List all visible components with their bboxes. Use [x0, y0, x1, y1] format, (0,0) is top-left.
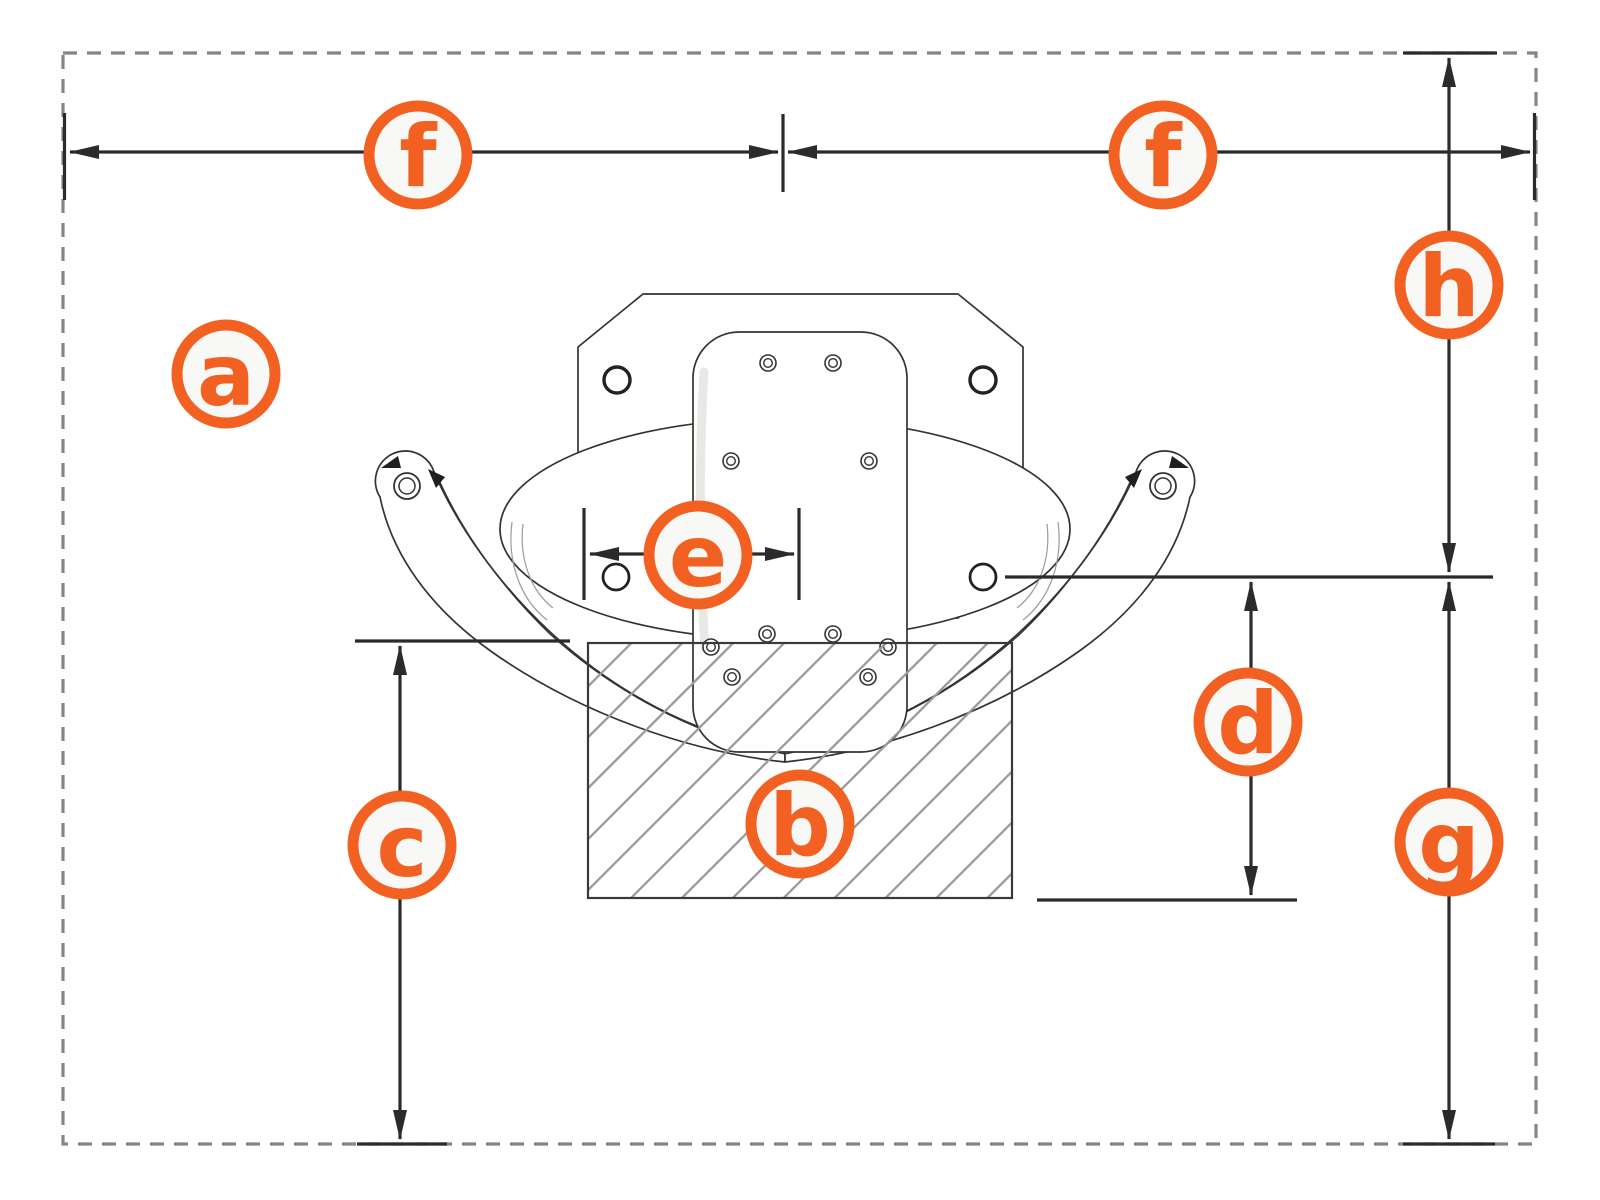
callout-c: c: [347, 790, 457, 900]
callout-f-left-ring: [363, 100, 473, 210]
body-highlight-line: [1016, 523, 1049, 609]
arm-shadow-wedge: [1125, 469, 1142, 488]
screw: [759, 354, 777, 372]
callout-d: d: [1193, 667, 1303, 777]
screw: [758, 625, 776, 643]
arm-shadow-wedge: [381, 456, 401, 468]
callout-b-letter: b: [769, 776, 831, 876]
body-highlight-line: [521, 523, 554, 609]
callout-f-left: f: [363, 100, 473, 210]
arm-pivot-hole-inner: [398, 477, 416, 495]
callout-f-right-letter: f: [1144, 107, 1183, 207]
callout-b-ring: [745, 769, 855, 879]
arm-shadow-wedge: [428, 469, 445, 488]
arm-pivot-hole: [393, 472, 421, 500]
arm-pivot-hole-inner: [1154, 477, 1172, 495]
callout-a: a: [171, 319, 281, 429]
callout-g: g: [1394, 787, 1504, 897]
callout-f-left-letter: f: [399, 107, 438, 207]
arm-pivot-hole: [1149, 472, 1177, 500]
screw: [860, 452, 878, 470]
callout-e-letter: e: [669, 507, 727, 607]
body-highlight-line: [510, 521, 548, 621]
dimension-lines: [62, 51, 1537, 1146]
left-arm: [374, 450, 786, 763]
mounting-hole-bottom-right: [968, 562, 998, 592]
callout-f-right-ring: [1108, 100, 1218, 210]
callout-e-ring: [643, 500, 753, 610]
callout-a-ring: [171, 319, 281, 429]
callout-c-letter: c: [377, 797, 428, 897]
callout-a-letter: a: [197, 326, 255, 426]
screw: [824, 354, 842, 372]
callout-d-letter: d: [1217, 674, 1279, 774]
callout-h: h: [1394, 230, 1504, 340]
screw: [722, 452, 740, 470]
callout-h-ring: [1394, 230, 1504, 340]
callout-labels: a b c d e f f g: [171, 100, 1504, 900]
callout-h-letter: h: [1418, 237, 1479, 337]
mounting-hole-top-left: [602, 365, 632, 395]
mounting-hole-top-right: [968, 365, 998, 395]
callout-d-ring: [1193, 667, 1303, 777]
callout-c-ring: [347, 790, 457, 900]
callout-g-letter: g: [1418, 794, 1480, 894]
screw: [824, 625, 842, 643]
callout-f-right: f: [1108, 100, 1218, 210]
callout-b: b: [745, 769, 855, 879]
callout-g-ring: [1394, 787, 1504, 897]
arm-shadow-wedge: [1169, 456, 1189, 468]
wall-boundary-dashed-rect: [61, 51, 1538, 1146]
callout-e: e: [643, 500, 753, 610]
mounting-hole-bottom-left: [601, 562, 631, 592]
